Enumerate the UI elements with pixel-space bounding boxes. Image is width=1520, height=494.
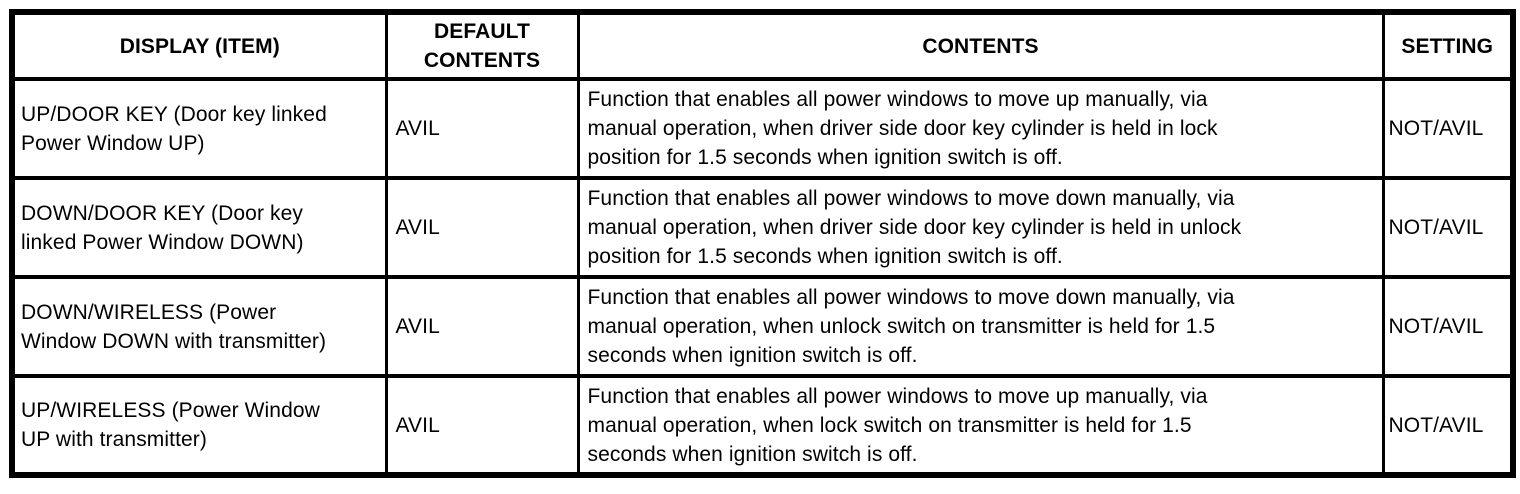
cell-contents: Function that enables all power windows … [576, 374, 1385, 477]
power-window-settings-table: DISPLAY (ITEM) DEFAULT CONTENTS CONTENTS… [9, 9, 1516, 478]
cell-contents: Function that enables all power windows … [576, 77, 1385, 180]
manual-page: DISPLAY (ITEM) DEFAULT CONTENTS CONTENTS… [9, 9, 1516, 478]
table-row: DOWN/DOOR KEY (Door key linked Power Win… [10, 176, 1515, 279]
cell-display-item: DOWN/WIRELESS (Power Window DOWN with tr… [10, 275, 388, 378]
cell-default-contents: AVIL [384, 77, 580, 180]
col-header-contents: CONTENTS [576, 10, 1385, 81]
cell-setting: NOT/AVIL [1381, 374, 1515, 477]
cell-setting: NOT/AVIL [1381, 77, 1515, 180]
col-header-setting: SETTING [1381, 10, 1515, 81]
table-row: UP/WIRELESS (Power Window UP with transm… [10, 374, 1515, 477]
cell-setting: NOT/AVIL [1381, 275, 1515, 378]
table-row: DOWN/WIRELESS (Power Window DOWN with tr… [10, 275, 1515, 378]
cell-default-contents: AVIL [384, 374, 580, 477]
cell-setting: NOT/AVIL [1381, 176, 1515, 279]
header-row: DISPLAY (ITEM) DEFAULT CONTENTS CONTENTS… [10, 10, 1515, 81]
col-header-default-contents: DEFAULT CONTENTS [384, 10, 580, 81]
cell-default-contents: AVIL [384, 176, 580, 279]
cell-display-item: UP/DOOR KEY (Door key linked Power Windo… [10, 77, 388, 180]
col-header-display-item: DISPLAY (ITEM) [10, 10, 388, 81]
cell-display-item: DOWN/DOOR KEY (Door key linked Power Win… [10, 176, 388, 279]
cell-display-item: UP/WIRELESS (Power Window UP with transm… [10, 374, 388, 477]
cell-contents: Function that enables all power windows … [576, 176, 1385, 279]
table-row: UP/DOOR KEY (Door key linked Power Windo… [10, 77, 1515, 180]
cell-default-contents: AVIL [384, 275, 580, 378]
cell-contents: Function that enables all power windows … [576, 275, 1385, 378]
